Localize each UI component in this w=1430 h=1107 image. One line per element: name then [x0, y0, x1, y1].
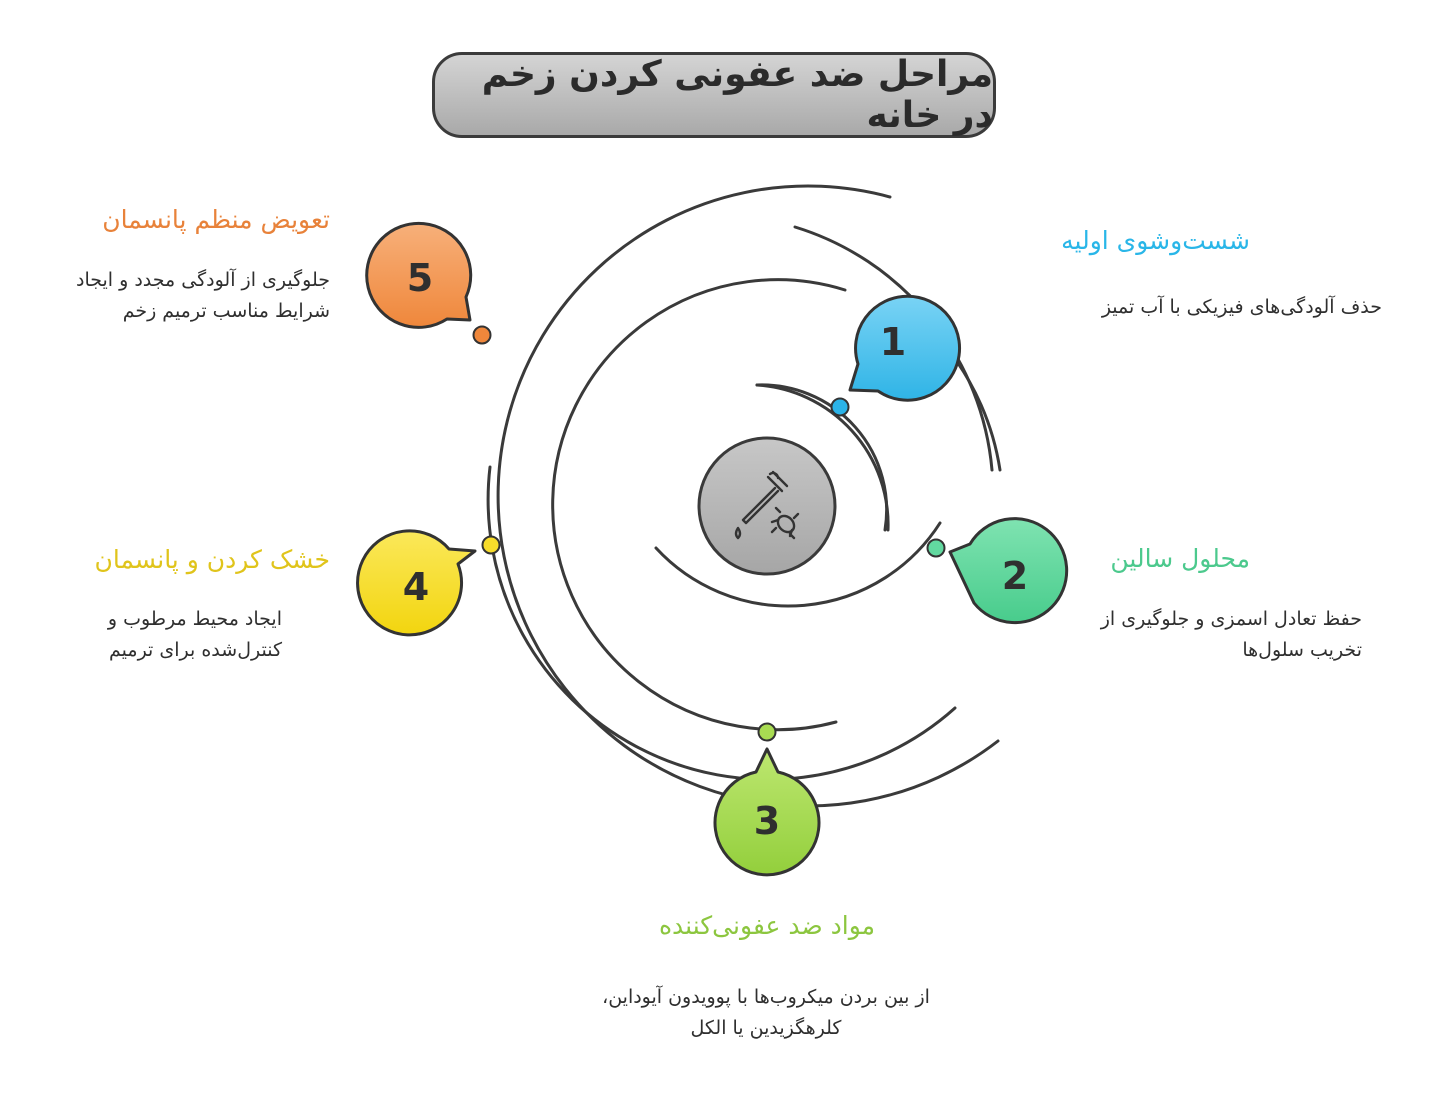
step-5-heading: تعویض منظم پانسمان — [102, 205, 330, 234]
page-title: مراحل ضد عفونی کردن زخم در خانه — [481, 54, 993, 136]
step-3-desc: از بین بردن میکروب‌ها با پوویدون آیوداین… — [602, 986, 930, 1039]
dropper-bug-icon — [734, 470, 800, 540]
step-2-heading: محلول سالین — [1110, 544, 1250, 573]
step-2-bubble — [948, 517, 1069, 625]
step-1-bubble — [848, 294, 962, 402]
step-3-heading: مواد ضد عفونی‌کننده — [658, 911, 876, 940]
step-4-desc: ایجاد محیط مرطوب و کنترل‌شده برای ترمیم — [107, 608, 282, 661]
step-2-desc: حفظ تعادل اسمزی و جلوگیری از تخریب سلول‌… — [1100, 608, 1362, 661]
ring-arc-4c — [486, 465, 957, 781]
step-4-number: 4 — [403, 565, 429, 609]
step-4-dot — [481, 535, 501, 555]
step-2-number: 2 — [1002, 554, 1028, 598]
ring-arc-2b — [755, 383, 890, 532]
step-1-number: 1 — [880, 320, 906, 364]
ring-arc-1 — [654, 521, 942, 608]
step-3-bubble — [713, 747, 821, 877]
title-banner: مراحل ضد عفونی کردن زخم در خانه — [432, 52, 996, 138]
step-5-number: 5 — [407, 256, 433, 300]
step-3-number: 3 — [754, 799, 780, 843]
ring-arc-3 — [551, 278, 847, 732]
step-5-dot — [472, 325, 492, 345]
step-5-desc: جلوگیری از آلودگی مجدد و ایجاد شرایط منا… — [76, 269, 330, 322]
step-1-desc: حذف آلودگی‌های فیزیکی با آب تمیز — [1101, 296, 1382, 318]
step-1-heading: شست‌وشوی اولیه — [1061, 226, 1250, 255]
step-1-dot — [830, 397, 850, 417]
step-2-dot — [926, 538, 946, 558]
step-4-heading: خشک کردن و پانسمان — [94, 545, 331, 574]
step-4-bubble — [356, 529, 477, 637]
center-circle — [697, 436, 837, 576]
step-3-dot — [757, 722, 777, 742]
step-5-bubble — [365, 221, 473, 329]
